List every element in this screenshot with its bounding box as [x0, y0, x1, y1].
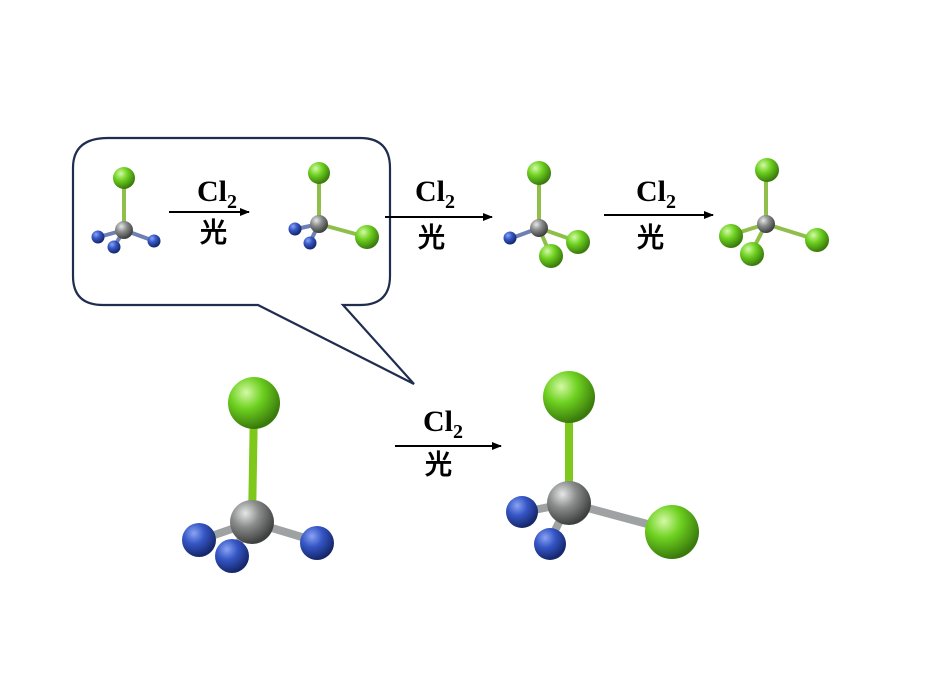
molecule-chcl3-small	[503, 161, 590, 268]
chlorine-atom	[645, 505, 699, 559]
carbon-atom	[757, 215, 775, 233]
reagent-label: Cl2	[415, 175, 455, 213]
callout-bubble	[71, 136, 415, 385]
carbon-atom	[547, 481, 591, 525]
chlorine-atom	[740, 242, 764, 266]
chlorine-atom	[805, 228, 829, 252]
hydrogen-atom	[91, 230, 105, 244]
reagent-label: Cl2	[636, 175, 676, 213]
reaction-arrow-3: Cl2 光	[604, 175, 714, 254]
chlorine-atom	[113, 167, 135, 189]
chlorine-atom	[539, 244, 563, 268]
condition-label: 光	[424, 450, 452, 481]
chlorine-atom	[228, 377, 280, 429]
carbon-atom	[310, 215, 328, 233]
chlorine-atom	[355, 225, 379, 249]
carbon-atom	[530, 219, 548, 237]
reaction-arrow-2: Cl2 光	[385, 175, 493, 254]
carbon-atom	[230, 500, 274, 544]
molecule-ch3cl-large	[182, 377, 334, 573]
carbon-atom	[115, 221, 133, 239]
hydrogen-atom	[215, 539, 249, 573]
condition-label: 光	[199, 218, 227, 249]
reaction-arrow-1: Cl2 光	[169, 175, 250, 249]
reaction-arrow-large: Cl2 光	[395, 405, 502, 481]
hydrogen-atom	[147, 234, 161, 248]
molecule-ccl4-small	[719, 158, 829, 266]
chlorine-atom	[308, 162, 330, 184]
reagent-label: Cl2	[423, 405, 463, 443]
chlorine-atom	[527, 161, 551, 185]
hydrogen-atom	[288, 222, 302, 236]
condition-label: 光	[636, 223, 664, 254]
hydrogen-atom	[506, 496, 538, 528]
hydrogen-atom	[303, 236, 317, 250]
reagent-label: Cl2	[197, 175, 237, 213]
condition-label: 光	[417, 223, 445, 254]
hydrogen-atom	[182, 523, 216, 557]
molecule-ch2cl2-large	[506, 371, 699, 560]
hydrogen-atom	[503, 231, 517, 245]
hydrogen-atom	[107, 240, 121, 254]
molecule-ch3cl-small	[91, 167, 161, 254]
molecule-ch2cl2-small	[288, 162, 379, 250]
chlorine-atom	[566, 230, 590, 254]
chlorine-atom	[543, 371, 595, 423]
chlorine-atom	[719, 224, 743, 248]
hydrogen-atom	[534, 528, 566, 560]
chlorine-atom	[755, 158, 779, 182]
hydrogen-atom	[300, 526, 334, 560]
